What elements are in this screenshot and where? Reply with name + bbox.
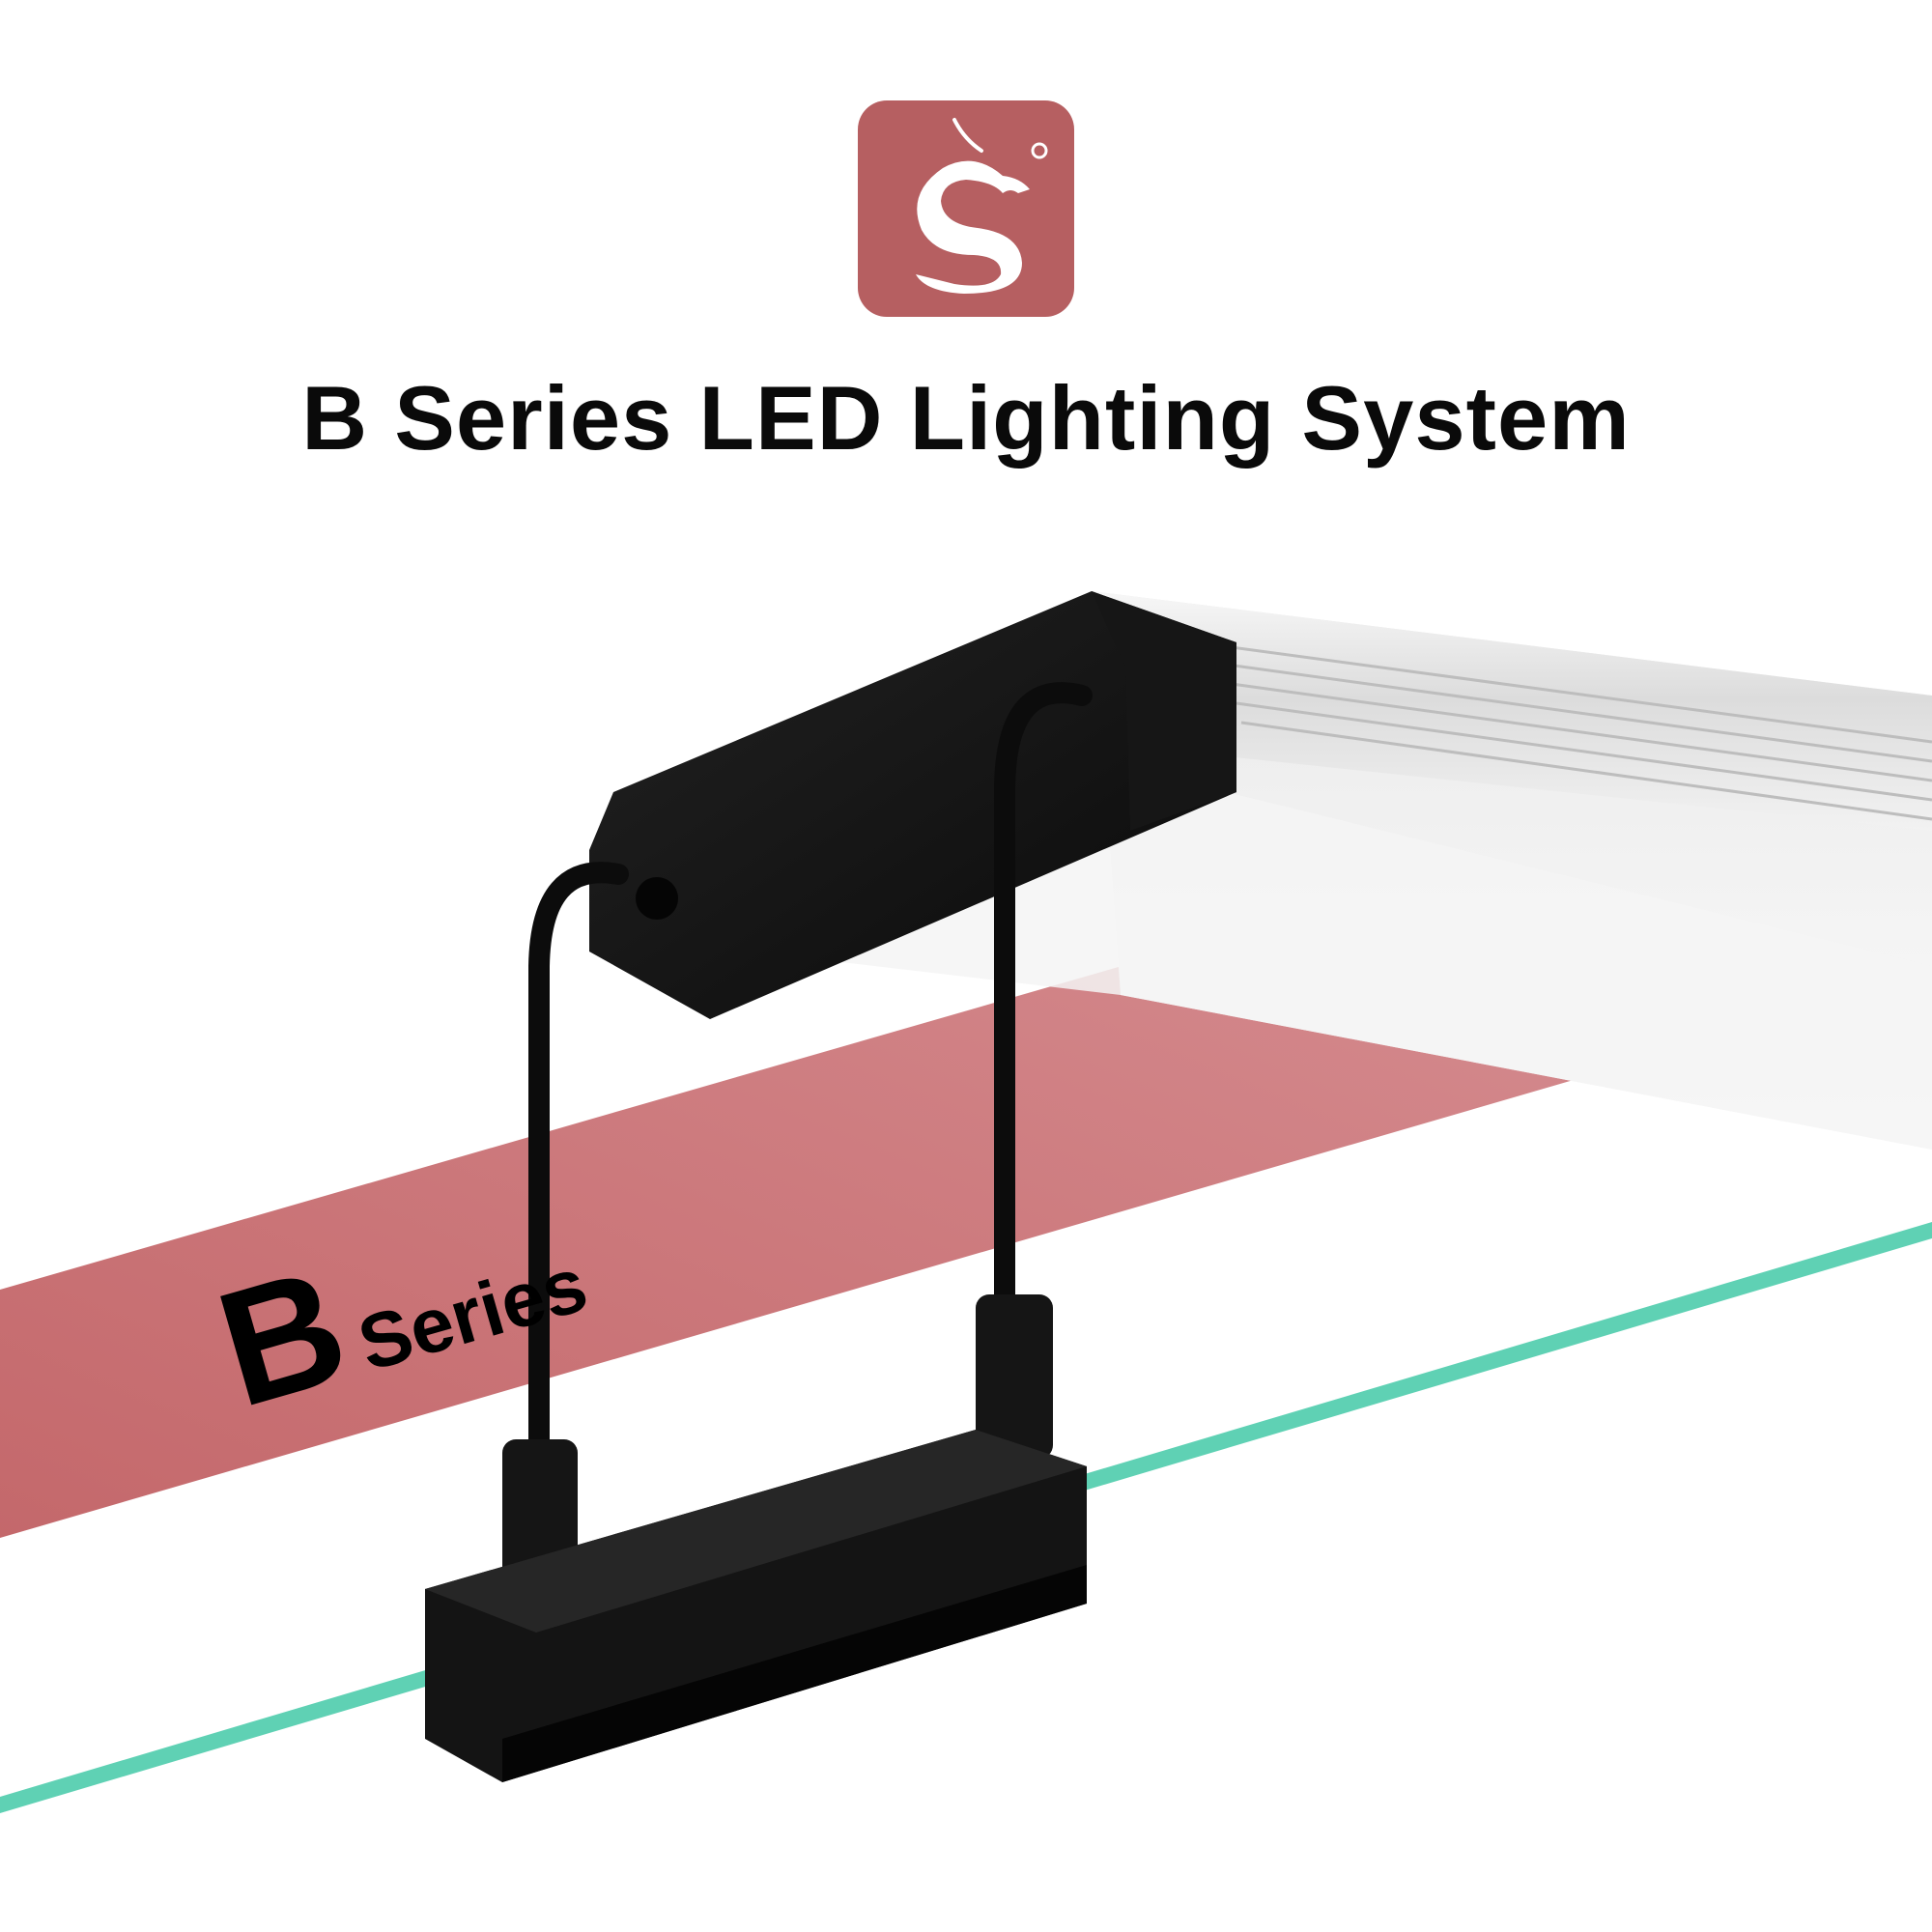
dragon-s-logo-icon (916, 118, 1048, 294)
page-title: B Series LED Lighting System (301, 367, 1631, 469)
brand-logo (858, 100, 1074, 317)
light-bar (792, 591, 1932, 1150)
tank-clamp (425, 1430, 1087, 1782)
hanger-bracket (528, 682, 1093, 1479)
